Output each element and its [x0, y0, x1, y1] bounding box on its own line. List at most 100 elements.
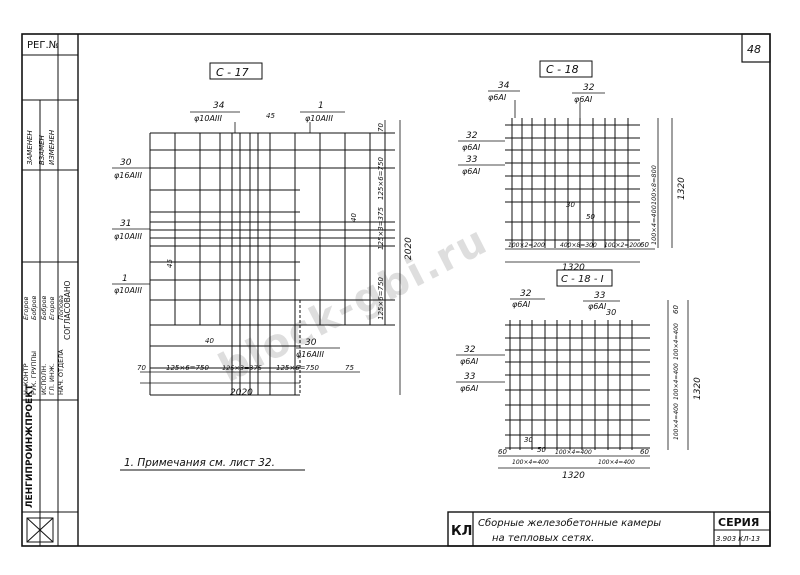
revision-label: ЗАМЕНЕН — [26, 130, 34, 165]
dimension-label: 125×3=375 — [222, 364, 262, 372]
dimension-label: 70 — [377, 123, 385, 132]
callout-number: 32 — [583, 83, 595, 93]
agreed-label: СОГЛАСОВАНО — [63, 280, 72, 340]
callout-spec: φ16АIII — [114, 171, 143, 180]
callout-spec: φ16АIII — [296, 350, 325, 359]
stamp-block: Н. КОНТР Егоров РУК. ГРУППЫ Бобров ИСПОЛ… — [22, 295, 65, 395]
callout-number: 30 — [606, 308, 616, 317]
title-block-code: КЛ — [451, 524, 472, 539]
dimension-label: 75 — [345, 364, 354, 372]
dimension-label: 100×8=800 — [650, 165, 658, 205]
drawing-c18-1: С - 18 - I 32 φ6АI 33 — [456, 269, 703, 481]
revision-label: ИЗМЕНЕН — [48, 129, 56, 165]
callout-number: 34 — [498, 81, 510, 91]
dimension-label: 100×4=400 — [673, 403, 680, 440]
dimension-label: 60 — [640, 241, 649, 249]
dimension-label: 2020 — [404, 237, 414, 260]
sheet-number-box — [741, 33, 771, 63]
dimension-label: 1320 — [562, 471, 585, 481]
dimension-label: 60 — [498, 448, 507, 456]
dimension-label: 1320 — [693, 377, 703, 400]
dimension-label: 125×6=750 — [166, 364, 209, 372]
dimension-label: 125×6=750 — [377, 157, 385, 200]
revision-block: ЗАМЕНЕН ВЗАМЕН ИЗМЕНЕН — [26, 129, 56, 165]
dimension-label: 2020 — [230, 388, 253, 398]
stamp-role: НАЧ. ОТДЕЛА — [57, 349, 65, 395]
stamp-name: Бобров — [30, 295, 38, 320]
mesh-outline-dashed — [149, 299, 301, 396]
callout-number: 32 — [464, 345, 476, 355]
stamp-role: ИСПОЛН. — [40, 364, 48, 395]
series-label: СЕРИЯ — [718, 516, 759, 529]
callout-number: 30 — [120, 158, 132, 168]
dimension-label: 125×6=750 — [377, 277, 385, 320]
signature-stamp-mark — [26, 517, 54, 543]
title-block-line-2: на тепловых сетях. — [492, 533, 594, 544]
callout-number: 33 — [466, 155, 478, 165]
drawing-c18: С - 18 34 φ6АI 32 — [458, 60, 687, 273]
callout-spec: φ6АI — [460, 384, 479, 393]
callout-spec: φ6АI — [462, 167, 481, 176]
dimension-label: 70 — [137, 364, 146, 372]
stamp-role: РУК. ГРУППЫ — [30, 351, 38, 395]
dimension-label: 100×4=400 — [512, 459, 549, 466]
callout-number: 33 — [464, 372, 476, 382]
drawing-title: С - 18 - I — [561, 274, 604, 285]
dimension-label: 1320 — [562, 263, 585, 273]
reg-number-label: РЕГ.№ — [27, 40, 59, 51]
title-block — [447, 511, 771, 547]
signature-stamp-mark — [26, 517, 54, 543]
callout-spec: φ6АI — [460, 357, 479, 366]
callout-spec: φ6АI — [574, 95, 593, 104]
dimension-label: 45 — [266, 112, 275, 120]
callout-number: 32 — [520, 289, 532, 299]
stamp-role: ГЛ. ИНЖ. — [48, 363, 56, 395]
dimension-label: 60 — [640, 448, 649, 456]
stamp-name: Егоров — [48, 296, 56, 320]
dimension-label: 100×2=200 — [604, 242, 641, 249]
dimension-label: 400×8=300 — [560, 242, 597, 249]
drawing-title-frame — [539, 60, 593, 78]
callout-spec: φ10АIII — [305, 114, 334, 123]
callout-spec: φ10АIII — [114, 286, 143, 295]
dimension-label: 50 — [586, 213, 595, 221]
stamp-name: Попова — [57, 295, 65, 320]
drawing-title: С - 18 — [546, 63, 579, 76]
dimension-label: 100×2=200 — [508, 242, 545, 249]
drawing-title: С - 17 — [216, 66, 249, 79]
mesh-bars — [505, 118, 640, 248]
callout-number: 1 — [122, 274, 128, 284]
drawing-title-frame — [209, 62, 263, 80]
mesh-bars — [505, 320, 650, 450]
callout-number: 31 — [120, 219, 131, 229]
dimension-label: 40 — [205, 337, 214, 345]
dimension-label: 125×6=750 — [276, 364, 319, 372]
dimension-label: 100×4=400 — [598, 459, 635, 466]
dimension-label: 100×4=400 — [673, 323, 680, 360]
callout-spec: φ10АIII — [114, 232, 143, 241]
drawing-c17: С - 17 — [112, 62, 414, 398]
dimension-label: 40 — [350, 213, 358, 222]
dimension-label: 45 — [166, 259, 174, 268]
callout-spec: φ6АI — [462, 143, 481, 152]
callout-spec: φ10АIII — [194, 114, 223, 123]
callout-number: 33 — [594, 291, 606, 301]
dimension-label: 100×4=400 — [673, 363, 680, 400]
sheet-number: 48 — [747, 43, 761, 56]
dimension-label: 30 — [566, 201, 575, 209]
drawing-title-frame — [556, 269, 613, 287]
callout-spec: φ6АI — [512, 300, 531, 309]
series-value: 3.903 КЛ-13 — [716, 535, 760, 543]
callout-number: 30 — [305, 338, 317, 348]
callout-number: 34 — [213, 101, 225, 111]
revision-label: ВЗАМЕН — [38, 134, 46, 165]
callout-spec: φ6АI — [588, 302, 607, 311]
dimension-label: 60 — [672, 305, 680, 314]
dimension-label: 125×3=375 — [377, 207, 385, 250]
stamp-name: Егоров — [22, 296, 30, 320]
callout-number: 32 — [466, 131, 478, 141]
callout-spec: φ6АI — [488, 93, 507, 102]
dimension-label: 1320 — [677, 177, 687, 200]
sheet-outer-frame — [21, 33, 771, 547]
